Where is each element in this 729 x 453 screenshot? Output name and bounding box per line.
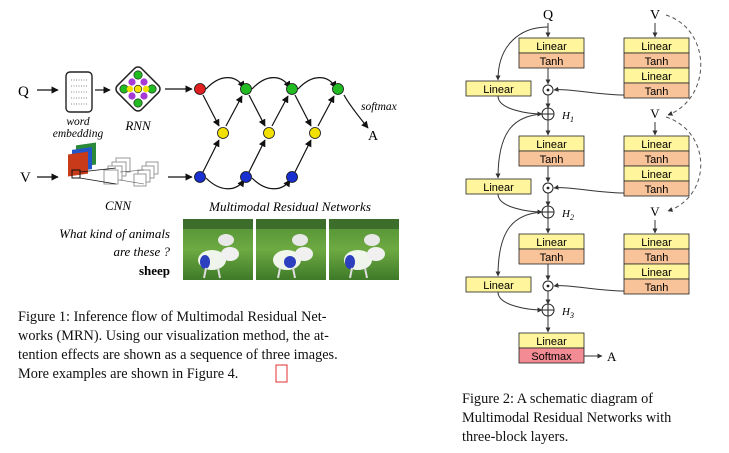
fig1-softmax-label: softmax	[361, 101, 398, 113]
node-blue	[240, 171, 252, 183]
rnn-icon	[115, 66, 161, 112]
tanh-box: Tanh	[540, 154, 564, 166]
fig2-v-label: V	[650, 204, 660, 219]
figure-2-diagram: Q V Linear Tanh Linear Tanh Linear Tanh …	[465, 8, 702, 364]
word-embedding-icon	[65, 71, 93, 113]
node-green	[286, 83, 298, 95]
cnn-label: CNN	[105, 198, 132, 213]
node-yellow	[309, 127, 321, 139]
node-blue	[286, 171, 298, 183]
linear-box: Linear	[641, 169, 672, 181]
tanh-box: Tanh	[645, 252, 669, 264]
node-green	[240, 83, 252, 95]
figure-2-caption: Figure 2: A schematic diagram of Multimo…	[462, 391, 671, 445]
linear-box: Linear	[483, 182, 514, 194]
linear-box: Linear	[536, 41, 567, 53]
embedding-label: embedding	[53, 128, 104, 140]
answer-label: sheep	[139, 263, 170, 278]
caption-line: tention effects are shown as a sequence …	[18, 347, 338, 363]
linear-box: Linear	[641, 237, 672, 249]
h1-label: H1	[561, 110, 574, 124]
figure-4-link[interactable]: 4	[228, 366, 235, 382]
tanh-box: Tanh	[645, 154, 669, 166]
fig2-block-2: Linear Tanh Linear Tanh Linear Tanh Line…	[465, 113, 690, 222]
cnn-icon	[68, 142, 159, 187]
figure-1-diagram: Q V word embedding	[18, 66, 399, 280]
tanh-box: Tanh	[645, 86, 669, 98]
rnn-label: RNN	[124, 118, 152, 133]
attention-image-1	[183, 219, 253, 280]
fig2-output: Linear Softmax A	[518, 316, 617, 364]
tanh-box: Tanh	[645, 282, 669, 294]
figure-1-caption: Figure 1: Inference flow of Multimodal R…	[18, 309, 338, 383]
fig2-block-1: Linear Tanh Linear Tanh Linear Tanh Line…	[465, 37, 690, 124]
node-red	[194, 83, 206, 95]
h3-label: H3	[561, 306, 574, 320]
caption-line: More examples are shown in Figure 4.	[18, 366, 238, 382]
caption-line: three-block layers.	[462, 429, 568, 445]
fig1-v-label: V	[20, 170, 31, 186]
mrn-label: Multimodal Residual Networks	[208, 199, 371, 214]
linear-box: Linear	[483, 84, 514, 96]
caption-line: works (MRN). Using our visualization met…	[18, 328, 329, 344]
tanh-box: Tanh	[540, 252, 564, 264]
fig2-q-label: Q	[543, 8, 553, 23]
question-line-1: What kind of animals	[59, 226, 170, 241]
linear-box: Linear	[536, 139, 567, 151]
linear-box: Linear	[641, 267, 672, 279]
figure-4-link-box	[275, 364, 288, 383]
linear-box: Linear	[536, 336, 567, 348]
caption-line: Figure 1: Inference flow of Multimodal R…	[18, 309, 327, 325]
fig2-block-3: Linear Tanh Linear Tanh Linear Tanh Line…	[465, 211, 690, 320]
caption-line: Figure 2: A schematic diagram of	[462, 391, 653, 407]
h2-label: H2	[561, 208, 574, 222]
linear-box: Linear	[483, 280, 514, 292]
node-yellow	[217, 127, 229, 139]
tanh-box: Tanh	[645, 56, 669, 68]
attention-image-3	[329, 219, 399, 280]
linear-box: Linear	[641, 41, 672, 53]
linear-box: Linear	[536, 237, 567, 249]
caption-line: Multimodal Residual Networks with	[462, 410, 671, 426]
softmax-box: Softmax	[531, 351, 572, 363]
node-blue	[194, 171, 206, 183]
linear-box: Linear	[641, 71, 672, 83]
word-label: word	[66, 116, 89, 128]
tanh-box: Tanh	[540, 56, 564, 68]
fig2-a-label: A	[607, 349, 617, 364]
node-green	[332, 83, 344, 95]
question-line-2: are these ?	[113, 244, 170, 259]
node-yellow	[263, 127, 275, 139]
linear-box: Linear	[641, 139, 672, 151]
fig1-a-label: A	[368, 129, 379, 144]
fig1-q-label: Q	[18, 84, 29, 100]
tanh-box: Tanh	[645, 184, 669, 196]
fig2-v-label: V	[650, 106, 660, 121]
attention-image-2	[256, 219, 326, 280]
fig2-v-label: V	[650, 8, 660, 23]
